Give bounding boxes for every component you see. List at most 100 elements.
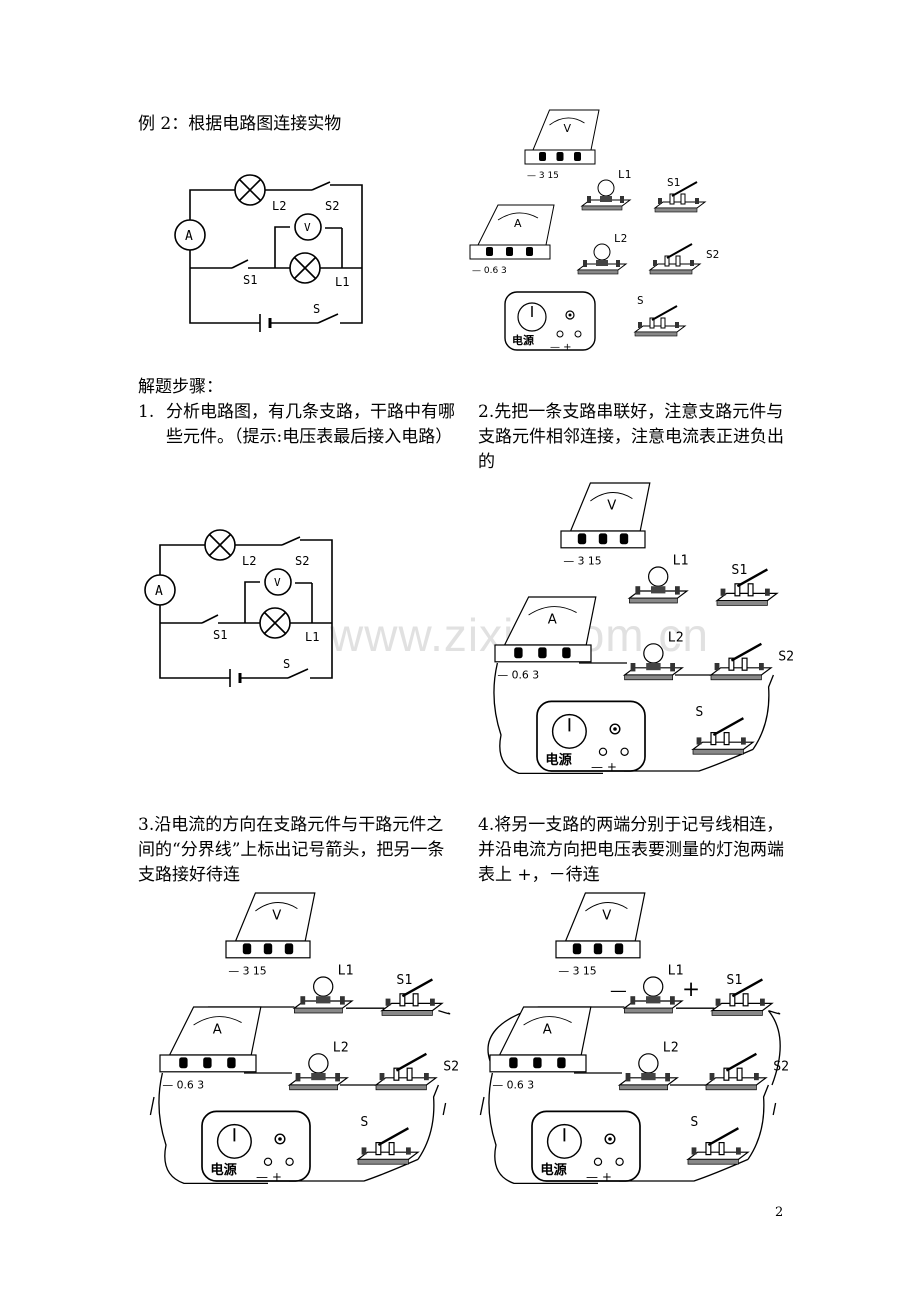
switch-s-terminal (691, 1147, 697, 1155)
lamp-l2-terminal (665, 1073, 670, 1082)
voltmeter-terminal (242, 943, 252, 955)
lamp-l1-socket (316, 996, 331, 1004)
lamp-l2-bulb-icon (638, 1053, 659, 1074)
switch-s2-post (728, 657, 735, 671)
voltmeter-dial-arc (255, 902, 298, 912)
lamp-l2-base-edge (619, 1084, 668, 1091)
lamp-l2-cross (208, 533, 232, 557)
voltmeter-terminal (572, 943, 582, 955)
lamp-l2-terminal (583, 260, 587, 267)
power-label: 电源 (540, 1161, 567, 1178)
switch-s-post (388, 1142, 395, 1156)
switch-s-label: S (690, 1115, 698, 1130)
power-terminal-plus (285, 1157, 294, 1167)
ammeter-scale-label: — 0.6 3 (472, 266, 507, 276)
switch-s-terminal (741, 737, 746, 745)
voltmeter-face-label: V (607, 498, 616, 513)
lamp-l1-socket (651, 586, 666, 594)
switch-s-base-edge (692, 749, 744, 755)
switch-s1-label: S1 (243, 273, 257, 287)
lamp-l1-cross (293, 256, 317, 280)
power-terminal-plus (574, 330, 582, 338)
step-3-text: 3.沿电流的方向在支路元件与干路元件之间的“分界线”上标出记号箭头，把另一条支路… (138, 815, 445, 885)
lamp-l1-label: L1 (673, 554, 689, 569)
ammeter-terminal (538, 647, 547, 659)
ammeter-face-label: A (213, 1022, 222, 1037)
power-terminal-minus (598, 747, 608, 757)
power-knob-dot (608, 1137, 612, 1141)
lamp-l2-terminal (625, 1073, 631, 1082)
lamp-l1-terminal (620, 196, 624, 203)
switch-s2-label: S2 (773, 1060, 789, 1075)
lamp-l1-label: L1 (305, 630, 319, 644)
ammeter-dial-arc (523, 1016, 572, 1026)
lamp-l2-label: L2 (333, 1040, 349, 1055)
ammeter-terminal (179, 1057, 188, 1069)
ammeter-terminal (203, 1057, 212, 1069)
switch-s-label: S (637, 294, 644, 307)
connecting-wires (493, 662, 775, 775)
lamp-l1-label: L1 (618, 168, 631, 181)
lamp-l2-cross (238, 178, 262, 202)
steps-heading: 解题步骤： (138, 377, 223, 397)
switch-s-terminal (696, 737, 702, 745)
lamp-l1-terminal (587, 196, 591, 203)
switch-s1-terminal (760, 998, 765, 1006)
switch-s1-lever-icon (401, 978, 433, 998)
switch-s1-post (742, 993, 749, 1007)
lamp-l2-bulb-icon (308, 1053, 329, 1074)
voltmeter-face-label: V (564, 122, 572, 135)
switch-s1-label: S1 (726, 973, 742, 988)
voltmeter-terminal (577, 533, 587, 545)
power-terminals-label: — + (591, 760, 617, 774)
voltmeter-face-label: V (272, 908, 281, 923)
switch-s2-terminal (379, 1073, 385, 1081)
power-terminal-plus (620, 747, 629, 757)
switch-s1-lever-icon (671, 181, 698, 197)
switch-s2-label: S2 (443, 1060, 459, 1075)
lamp-l2-base-edge (289, 1084, 338, 1091)
switch-s1-lever-icon (731, 978, 763, 998)
ammeter-terminal (227, 1057, 236, 1069)
ammeter-dial-arc (193, 1016, 242, 1026)
ammeter-terminal (557, 1057, 566, 1069)
voltmeter-scale-label: — 3 15 (558, 965, 596, 978)
lamp-l1-socket (600, 196, 612, 202)
power-terminals-label: — + (550, 342, 572, 353)
switch-s2-post (664, 255, 670, 267)
switch-s2-lever-icon (725, 1052, 757, 1072)
voltmeter-terminal (284, 943, 294, 955)
switch-s1 (201, 614, 219, 624)
power-label: 电源 (210, 1161, 237, 1178)
ammeter-scale-label: — 0.6 3 (497, 669, 539, 682)
switch-s1-terminal (385, 998, 391, 1006)
switch-s1-label: S1 (667, 176, 680, 189)
ammeter-terminal (509, 1057, 518, 1069)
switch-s1-lever-icon (736, 568, 768, 588)
switch-s1-post (747, 583, 754, 597)
power-terminals-label: — + (256, 1170, 282, 1184)
power-terminal-minus (263, 1157, 273, 1167)
power-knob-dot (613, 727, 617, 731)
switch-s1-post (680, 193, 686, 205)
switch-s1-terminal (430, 998, 435, 1006)
step-4-text: 4.将另一支路的两端分别于记号线相连，并沿电流方向把电压表要测量的灯泡两端表上 … (478, 815, 784, 885)
switch-s1-post (399, 993, 406, 1007)
lamp-l1-cross (263, 611, 287, 635)
ammeter-scale-label: — 0.6 3 (162, 1079, 204, 1092)
switch-s1-label: S1 (396, 973, 412, 988)
lamp-l2-label: L2 (242, 554, 256, 568)
switch-s-post (705, 1142, 712, 1156)
switch-s2 (311, 181, 331, 191)
lamp-l2-terminal (335, 1073, 340, 1082)
switch-s1-post (669, 193, 675, 205)
lamp-l2-terminal (616, 260, 620, 267)
lamp-l2-label: L2 (668, 630, 684, 645)
lamp-l1-bulb-icon (597, 179, 615, 197)
switch-s-base-edge (357, 1159, 409, 1165)
power-terminal-plus (615, 1157, 624, 1167)
